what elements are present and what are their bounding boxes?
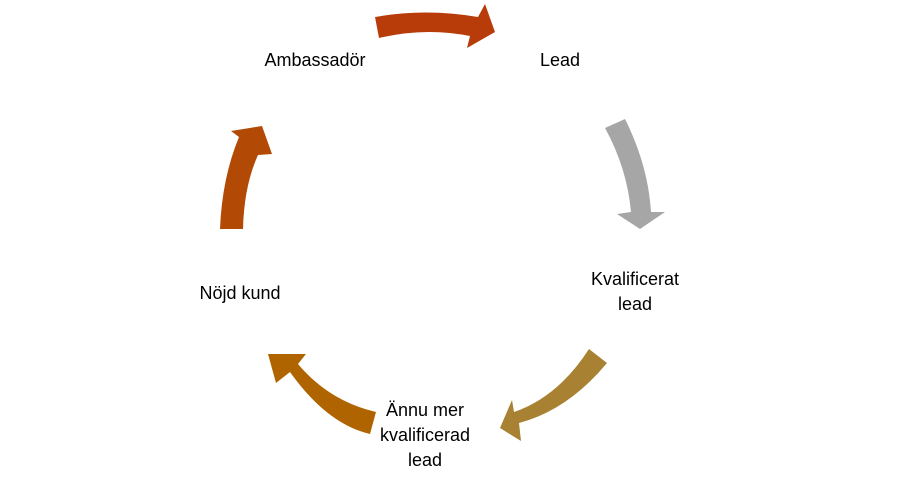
arrow-ambassador-to-lead	[375, 4, 495, 48]
stage-label-line: Nöjd kund	[199, 283, 281, 303]
stage-label-line: Kvalificerat	[590, 269, 680, 289]
arrow-more-qualified-to-satisfied	[268, 354, 376, 434]
stage-label-line: lead	[617, 294, 653, 314]
stage-label-line: Ännu mer	[385, 400, 465, 420]
stage-label-line: kvalificerad	[379, 425, 471, 445]
arrow-lead-to-qualified	[605, 119, 665, 229]
stage-label-ambassador: Ambassadör	[240, 48, 390, 73]
stage-label-line: lead	[407, 450, 443, 470]
stage-label-lead: Lead	[500, 48, 620, 73]
arrow-satisfied-to-ambassador	[220, 126, 272, 229]
stage-label-line: Ambassadör	[264, 50, 366, 70]
stage-label-more-qualified-lead: Ännu mer kvalificerad lead	[350, 398, 500, 473]
stage-label-qualified-lead: Kvalificerat lead	[560, 267, 710, 317]
arrow-qualified-to-more-qualified	[500, 349, 607, 441]
stage-label-satisfied-customer: Nöjd kund	[160, 281, 320, 306]
stage-label-line: Lead	[539, 50, 581, 70]
